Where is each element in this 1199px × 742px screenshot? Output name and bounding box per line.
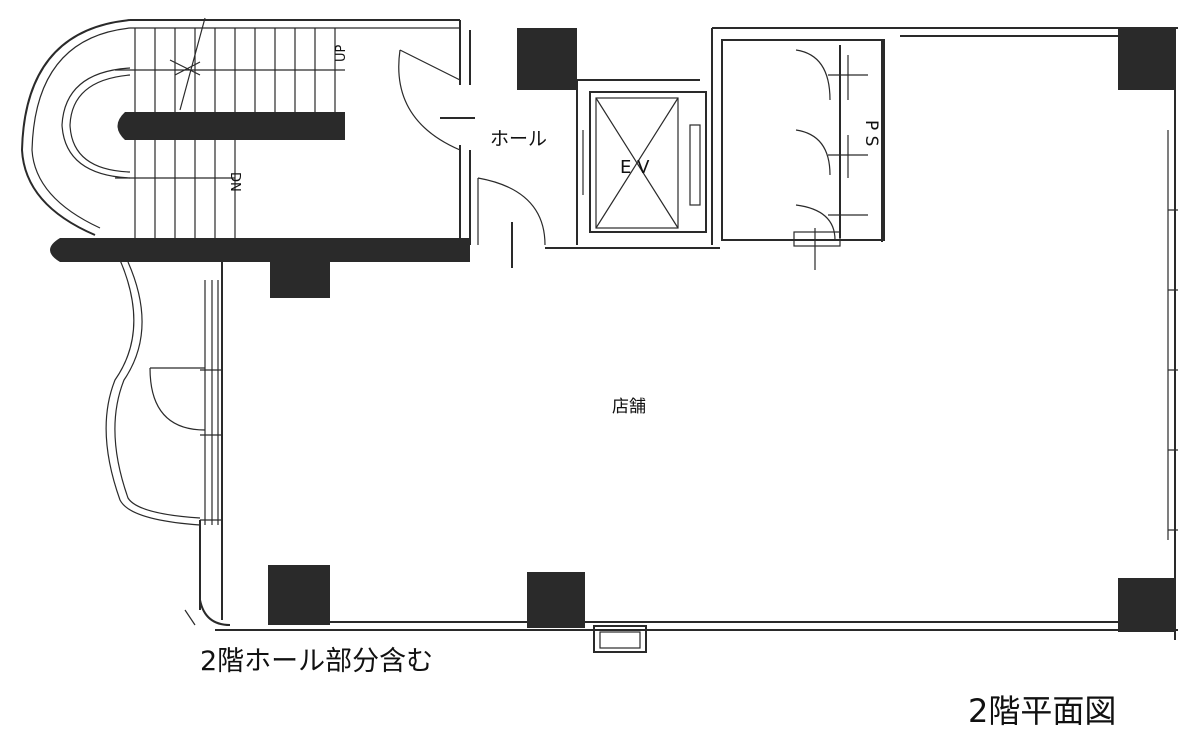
stair-down-label: DN [227,172,242,192]
shop-label: 店舗 [612,397,646,417]
pipe-space-label: P S [861,120,881,146]
elevator-label: E V [620,157,650,178]
entrance-step [593,625,647,653]
toilet-block [721,39,885,270]
elevator [589,91,707,233]
note-label: 2階ホール部分含む [200,646,433,677]
balcony [105,259,206,526]
hall-label: ホール [490,128,547,150]
stair-up-label: UP [334,44,349,62]
plan-title: 2階平面図 [968,692,1116,730]
stairwell [20,17,700,268]
